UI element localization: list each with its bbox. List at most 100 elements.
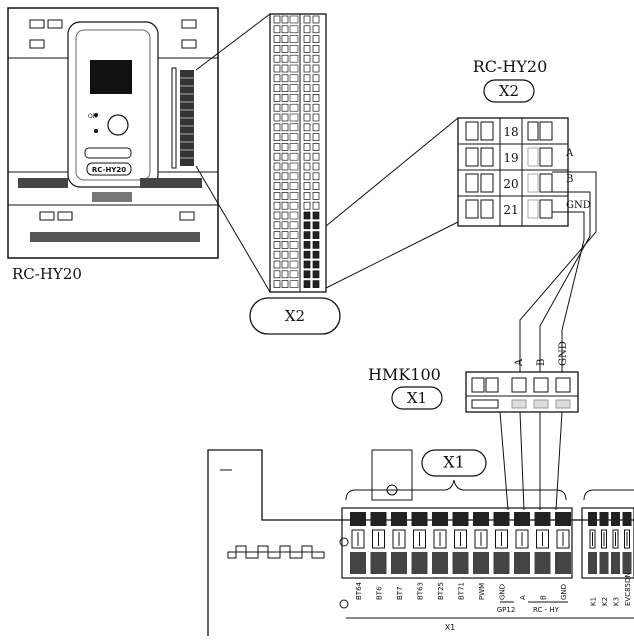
strip-cell: [281, 94, 289, 102]
strip-cell: [273, 280, 281, 288]
x1-terminal-base: [622, 552, 632, 574]
strip-cell: [312, 241, 320, 249]
x1-terminal-screw: [413, 529, 426, 549]
x1-terminal-base: [534, 552, 551, 574]
x1-terminal-label: B: [540, 595, 548, 600]
group-label-rc-hy: RC - HY: [533, 606, 560, 614]
strip-number-cell: [289, 103, 299, 112]
strip-cell: [273, 103, 281, 112]
strip-cell: [273, 192, 281, 200]
strip-cell: [281, 221, 289, 230]
strip-cell: [281, 15, 289, 24]
terminal-slot: [539, 199, 553, 219]
strip-cell: [281, 270, 289, 279]
strip-number-cell: [289, 143, 299, 151]
x1-terminal-screw: [454, 529, 467, 549]
terminal-slot: [465, 173, 479, 193]
x1-terminal-top: [555, 512, 571, 526]
x1-terminal-base: [473, 552, 489, 574]
strip-cell: [273, 113, 281, 122]
strip-cell: [312, 25, 320, 34]
strip-cell: [303, 250, 311, 259]
strip-cell: [303, 84, 311, 92]
x1-terminal-top: [514, 512, 530, 526]
terminal-slot: [480, 147, 494, 167]
svg-text:X2: X2: [285, 307, 305, 325]
x1-terminal-top: [611, 512, 620, 526]
strip-cell: [273, 35, 281, 43]
strip-cell: [281, 201, 289, 210]
strip-number-cell: [289, 182, 299, 190]
strip-cell: [273, 84, 281, 92]
strip-cell: [281, 211, 289, 220]
strip-cell: [273, 270, 281, 279]
x1-terminal-base: [432, 552, 448, 574]
strip-number-cell: [289, 74, 299, 83]
terminal-slot: [480, 199, 494, 219]
strip-cell: [303, 15, 311, 24]
x1-terminal-label: K1: [590, 597, 598, 606]
strip-cell: [281, 25, 289, 34]
x1-terminal-base: [452, 552, 469, 574]
strip-cell: [312, 103, 320, 112]
x1-terminal-screw: [372, 529, 385, 549]
strip-cell: [281, 133, 289, 141]
hmk-signal-label: A: [514, 358, 525, 367]
strip-cell: [273, 45, 281, 53]
strip-cell: [312, 221, 320, 230]
terminal-slot: [527, 173, 539, 193]
strip-number-cell: [289, 94, 299, 102]
strip-cell: [312, 270, 320, 279]
strip-number-cell: [289, 250, 299, 259]
x1-terminal-screw: [556, 529, 570, 549]
strip-cell: [281, 250, 289, 259]
strip-cell: [281, 280, 289, 288]
x1-terminal-top: [432, 512, 448, 526]
strip-number-cell: [289, 45, 299, 53]
strip-cell: [281, 74, 289, 83]
strip-number-cell: [289, 270, 299, 279]
x1-terminal-base: [370, 552, 387, 574]
strip-number-cell: [289, 201, 299, 210]
group-label-gp12: GP12: [497, 606, 516, 614]
terminal-slot: [539, 121, 553, 141]
strip-cell: [273, 211, 281, 220]
strip-cell: [303, 54, 311, 63]
strip-cell: [312, 123, 320, 132]
strip-cell: [281, 84, 289, 92]
strip-cell: [312, 250, 320, 259]
display-screen: [90, 60, 132, 94]
hmk-bubble: X1: [407, 389, 427, 407]
terminal-slot: [527, 121, 539, 141]
strip-cell: [273, 15, 281, 24]
x1-terminal-top: [588, 512, 597, 526]
x2-bubble: X2: [249, 297, 341, 335]
front-panel: [67, 21, 159, 188]
x1-terminal-screw: [612, 529, 619, 549]
strip-cell: [303, 172, 311, 181]
x1-terminal-label: K2: [601, 597, 609, 606]
strip-number-cell: [289, 133, 299, 141]
x1-terminal-base: [611, 552, 620, 574]
controller-caption: RC-HY20: [12, 265, 82, 283]
terminal-signal: B: [566, 174, 573, 185]
terminal-slot: [539, 173, 553, 193]
hmk-terminal-lower: [533, 399, 549, 409]
strip-cell: [281, 64, 289, 73]
x1-bubble: X1: [443, 453, 465, 472]
x1-terminal-top: [391, 512, 407, 526]
strip-cell: [281, 143, 289, 151]
strip-cell: [303, 103, 311, 112]
strip-cell: [312, 211, 320, 220]
terminal-slot: [527, 147, 539, 167]
strip-cell: [312, 35, 320, 43]
strip-number-cell: [289, 280, 299, 288]
strip-cell: [312, 260, 320, 269]
x1-terminal-base: [514, 552, 530, 574]
strip-cell: [303, 270, 311, 279]
strip-number-cell: [289, 172, 299, 181]
x1-terminal-label: BT64: [355, 581, 363, 600]
strip-cell: [281, 54, 289, 63]
strip-number-cell: [289, 231, 299, 239]
